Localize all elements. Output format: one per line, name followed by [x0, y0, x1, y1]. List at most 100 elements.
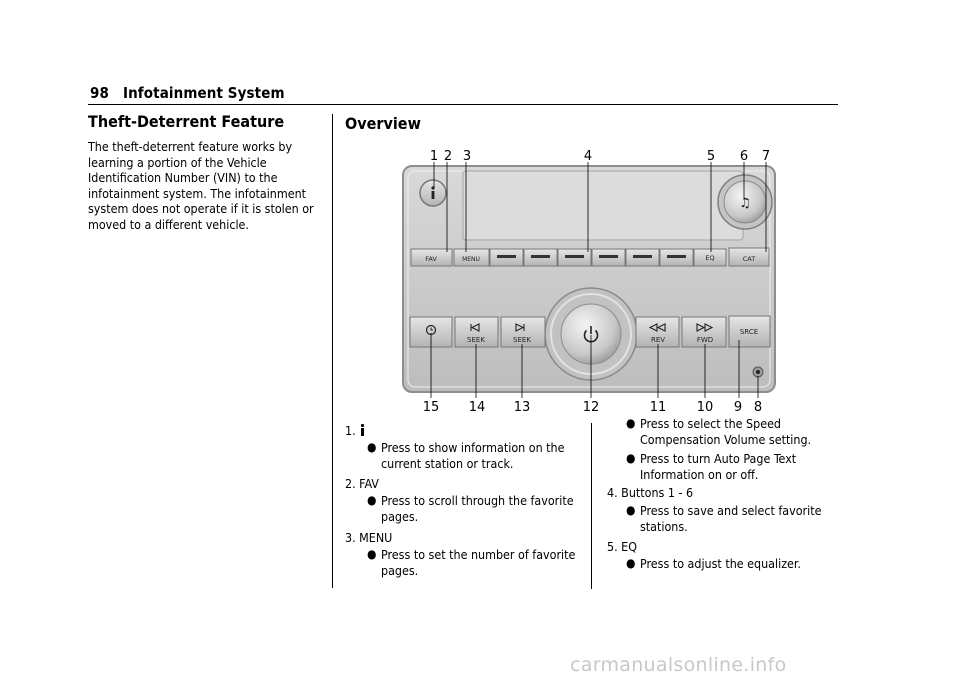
- preset-dash-5: [633, 255, 652, 258]
- eq-button[interactable]: [693, 248, 727, 267]
- callout-15: 15: [423, 400, 440, 415]
- bullet-dot: ●: [626, 416, 636, 430]
- info-icon-stem: [431, 191, 435, 199]
- callout-6: 6: [740, 149, 748, 164]
- preset-dash-3: [565, 255, 584, 258]
- preset-dash-1: [497, 255, 516, 258]
- bullet-line: Press to turn Auto Page Text: [640, 451, 797, 466]
- watermark: carmanualsonline.info: [570, 654, 787, 676]
- rev-label: REV: [651, 336, 665, 344]
- preset-dash-6: [667, 255, 686, 258]
- list-item-3-bullet-2: ● Press to select the Speed Compensation…: [626, 416, 830, 447]
- bullet-line: current station or track.: [381, 455, 514, 471]
- callout-12: 12: [583, 400, 600, 415]
- preset-dash-2: [531, 255, 550, 258]
- callout-8: 8: [754, 400, 762, 415]
- callout-3: 3: [463, 149, 471, 164]
- menu-label: MENU: [462, 256, 480, 263]
- list-item-3-bullet-3: ● Press to turn Auto Page Text Informati…: [626, 451, 830, 482]
- seek-forward-icon: [515, 323, 525, 332]
- theft-deterrent-title: Theft-Deterrent Feature: [88, 112, 285, 131]
- list-item-1-bullet-1: ● Press to show information on the curre…: [367, 440, 581, 471]
- list-item-3-bullet-1: ● Press to set the number of favorite pa…: [367, 547, 581, 578]
- bullet-dot: ●: [626, 451, 636, 465]
- top-callout-lines: [433, 162, 767, 252]
- seek-forward-label: SEEK: [513, 336, 531, 344]
- list-item-1: 1.: [345, 423, 365, 439]
- callout-5: 5: [707, 149, 715, 164]
- bottom-callouts: 15 14 13 12 11 10 9 8: [423, 400, 762, 415]
- preset-buttons: [489, 248, 694, 267]
- header-rule: [88, 104, 838, 105]
- bullet-dot: ●: [367, 440, 377, 454]
- paragraph-line: system does not operate if it is stolen …: [88, 201, 314, 217]
- fwd-button[interactable]: [681, 316, 727, 348]
- paragraph-line: moved to a different vehicle.: [88, 216, 249, 232]
- music-note-icon: ♫: [739, 196, 751, 211]
- callout-2: 2: [444, 149, 452, 164]
- seek-forward-button[interactable]: [500, 316, 546, 348]
- info-icon: [360, 424, 365, 436]
- list-item-5-bullet-1: ● Press to adjust the equalizer.: [626, 556, 830, 572]
- bullet-dot: ●: [626, 556, 636, 570]
- bullet-dot: ●: [626, 503, 636, 517]
- page-header: 98 Infotainment System: [90, 84, 285, 102]
- theft-deterrent-paragraph: The theft-deterrent feature works by lea…: [88, 139, 318, 233]
- page-number: 98: [90, 84, 109, 102]
- overview-title: Overview: [345, 114, 421, 133]
- srce-label: SRCE: [740, 328, 758, 336]
- callout-10: 10: [697, 400, 714, 415]
- rev-icon: [648, 323, 666, 332]
- list-item-4-bullet-1: ● Press to save and select favorite stat…: [626, 503, 830, 534]
- bullet-line: Press to show information on the: [381, 440, 565, 455]
- eq-label: EQ: [705, 254, 714, 262]
- bullet-line: Press to scroll through the favorite: [381, 493, 574, 508]
- list-item-2: 2. FAV: [345, 476, 379, 491]
- paragraph-line: infotainment system. The infotainment: [88, 185, 307, 201]
- fwd-label: FWD: [697, 336, 713, 344]
- srce-button[interactable]: [728, 315, 771, 348]
- callout-13: 13: [514, 400, 531, 415]
- aux-jack-hole: [756, 370, 760, 374]
- preset-dash-4: [599, 255, 618, 258]
- bullet-line: Press to save and select favorite: [640, 503, 822, 518]
- bullet-line: Press to adjust the equalizer.: [640, 556, 801, 571]
- list-item-3: 3. MENU: [345, 530, 393, 545]
- seek-back-icon: [470, 323, 480, 332]
- bullet-dot: ●: [367, 547, 377, 561]
- fav-button[interactable]: [410, 248, 453, 267]
- bullet-line: Press to set the number of favorite: [381, 547, 576, 562]
- clock-icon-hands: [430, 327, 433, 331]
- bullet-line: pages.: [381, 562, 419, 578]
- callout-1: 1: [430, 149, 438, 164]
- cat-button[interactable]: [728, 247, 770, 267]
- seek-back-label: SEEK: [467, 336, 485, 344]
- bullet-line: Compensation Volume setting.: [640, 431, 812, 447]
- bottom-callout-lines: [430, 333, 759, 398]
- seek-back-button[interactable]: [454, 316, 499, 348]
- callout-11: 11: [650, 400, 667, 415]
- callout-14: 14: [469, 400, 486, 415]
- column-divider-left: [332, 114, 333, 588]
- paragraph-line: Identification Number (VIN) to the: [88, 170, 278, 186]
- display-screen: [462, 170, 744, 241]
- bullet-line: stations.: [640, 518, 688, 534]
- column-divider-right: [591, 423, 592, 589]
- rev-button[interactable]: [635, 316, 680, 348]
- menu-button[interactable]: [453, 248, 490, 267]
- bullet-line: Press to select the Speed: [640, 416, 782, 431]
- cat-label: CAT: [743, 255, 755, 263]
- list-item-5: 5. EQ: [607, 539, 637, 554]
- section-title: Infotainment System: [122, 84, 285, 102]
- fav-label: FAV: [425, 255, 437, 263]
- list-item-4: 4. Buttons 1 - 6: [607, 485, 694, 500]
- callout-4: 4: [584, 149, 592, 164]
- bullet-line: pages.: [381, 508, 419, 524]
- list-item-1-number: 1.: [345, 423, 356, 438]
- paragraph-line: learning a portion of the Vehicle: [88, 154, 267, 170]
- fwd-icon: [696, 323, 714, 332]
- top-callouts: 1 2 3 4 5 6 7: [430, 149, 770, 164]
- list-item-2-bullet-1: ● Press to scroll through the favorite p…: [367, 493, 581, 524]
- callout-7: 7: [762, 149, 770, 164]
- bullet-line: Information on or off.: [640, 466, 759, 482]
